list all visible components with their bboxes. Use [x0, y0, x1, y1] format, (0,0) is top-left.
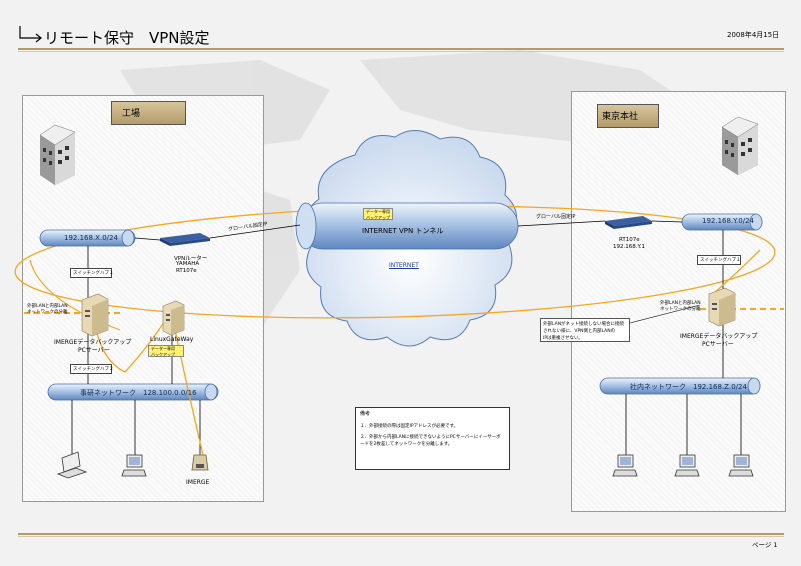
vpn-tunnel-pipe [295, 202, 519, 250]
page-date: 2008年4月15日 [727, 31, 780, 39]
linux-gateway-icon [162, 300, 185, 336]
page-number: ページ 1 [752, 541, 778, 549]
tokyo-router-ip: 192.168.Y.1 [613, 244, 645, 250]
factory-backup-tag: データー専用バックアップ [148, 345, 184, 357]
tokyo-switch: スイッチングハブ１ [697, 255, 741, 265]
factory-switch1: スイッチングハブ１ [70, 268, 114, 278]
tokyo-pc-icon-1 [612, 454, 638, 477]
factory-internal-pipe [47, 383, 219, 401]
tokyo-server-icon [708, 287, 736, 327]
factory-router-maker: YAMAHA [176, 261, 200, 267]
factory-separation-note-1: 外部LANと内部LAN [27, 304, 68, 309]
tunnel-backup-tag-1: データー専用 [366, 209, 390, 214]
tokyo-server-label-1: IMERGEデータバックアップ [680, 333, 758, 340]
notes-heading: 備考 [360, 411, 371, 417]
factory-pc-icon [121, 454, 147, 477]
tokyo-router-icon [605, 216, 652, 229]
tokyo-building-icon [721, 116, 759, 175]
tokyo-callout: 外部LANがネット接続しない場合に接続 されない様に、VPN側と内部LANの I… [540, 318, 630, 342]
notes-item-1: １．外部接続の際は固定IPアドレスが必要です。 [360, 424, 459, 429]
footer-rule-thin [18, 536, 784, 537]
tokyo-pc-icon-2 [674, 454, 700, 477]
tokyo-separation-note-1: 外部LANと内部LAN [660, 301, 701, 306]
factory-switch2: スイッチングハブ２ [70, 364, 114, 374]
tokyo-pc-icon-3 [728, 454, 754, 477]
factory-router-name: VPNルーター [174, 256, 208, 262]
header-bracket-icon [19, 26, 42, 43]
tokyo-internal-network: 社内ネットワーク 192.168.Z.0/24 [630, 383, 747, 391]
factory-lan-label: 192.168.X.0/24 [64, 234, 118, 242]
footer-rule [18, 533, 784, 535]
tokyo-title: 東京本社 [597, 104, 659, 128]
tokyo-server-label-2: PCサーバー [702, 341, 734, 348]
tokyo-callout-line-1: 外部LANがネット接続しない場合に接続 [543, 322, 625, 327]
tokyo-router-model: RT107e [619, 237, 640, 243]
tunnel-label: INTERNET VPN トンネル [362, 227, 444, 235]
factory-vpn-router-icon [160, 233, 210, 246]
notes-item-2: ２．外部から内部LANに接続できないようにPCサーバーにイーサーボードを2枚差し… [360, 435, 501, 447]
tokyo-lan-label: 192.168.Y.0/24 [702, 217, 754, 225]
imerge-device-icon [191, 454, 209, 471]
factory-backup-tag-2: バックアップ [151, 352, 175, 357]
factory-title: 工場 [111, 101, 186, 125]
tunnel-backup-tag-2: バックアップ [366, 215, 390, 220]
internet-label: INTERNET [389, 262, 419, 269]
tokyo-lan-pipe [681, 213, 763, 231]
factory-backup-path [93, 309, 173, 373]
notes-box: 備考 １．外部接続の際は固定IPアドレスが必要です。 ２．外部から内部LANに接… [355, 407, 510, 470]
factory-lan-pipe [39, 229, 136, 247]
tokyo-internal-pipe [599, 377, 761, 395]
factory-laptop-icon [56, 451, 88, 479]
factory-backup-tag-1: データー専用 [151, 346, 175, 351]
linux-gateway-label: LinuxGateWay [150, 336, 194, 343]
factory-router-model: RT107e [176, 268, 197, 274]
imerge-label: IMERGE [186, 479, 210, 486]
tokyo-callout-line-2: されない様に、VPN側と内部LANの [543, 329, 616, 334]
factory-separation-note-2: ネットワークの分離 [27, 310, 68, 315]
factory-server-label-2: PCサーバー [78, 347, 110, 354]
tokyo-global-ip: グローバル固定IP [536, 214, 576, 220]
header-rule [18, 48, 784, 50]
factory-internal-network: 事研ネットワーク 128.100.0.0/16 [80, 389, 197, 397]
factory-building-icon [39, 124, 76, 185]
factory-server-icon [81, 293, 109, 337]
tokyo-separation-note-2: ネットワークの分離 [660, 307, 701, 312]
tokyo-callout-line-3: IPは重複させない。 [543, 336, 584, 341]
page-title: リモート保守 VPN設定 [44, 29, 210, 47]
factory-server-label-1: IMERGEデータバックアップ [54, 339, 132, 346]
header-rule-thin [18, 51, 784, 52]
tokyo-backup-path [711, 249, 761, 296]
tunnel-backup-tag: データー専用バックアップ [363, 208, 393, 220]
